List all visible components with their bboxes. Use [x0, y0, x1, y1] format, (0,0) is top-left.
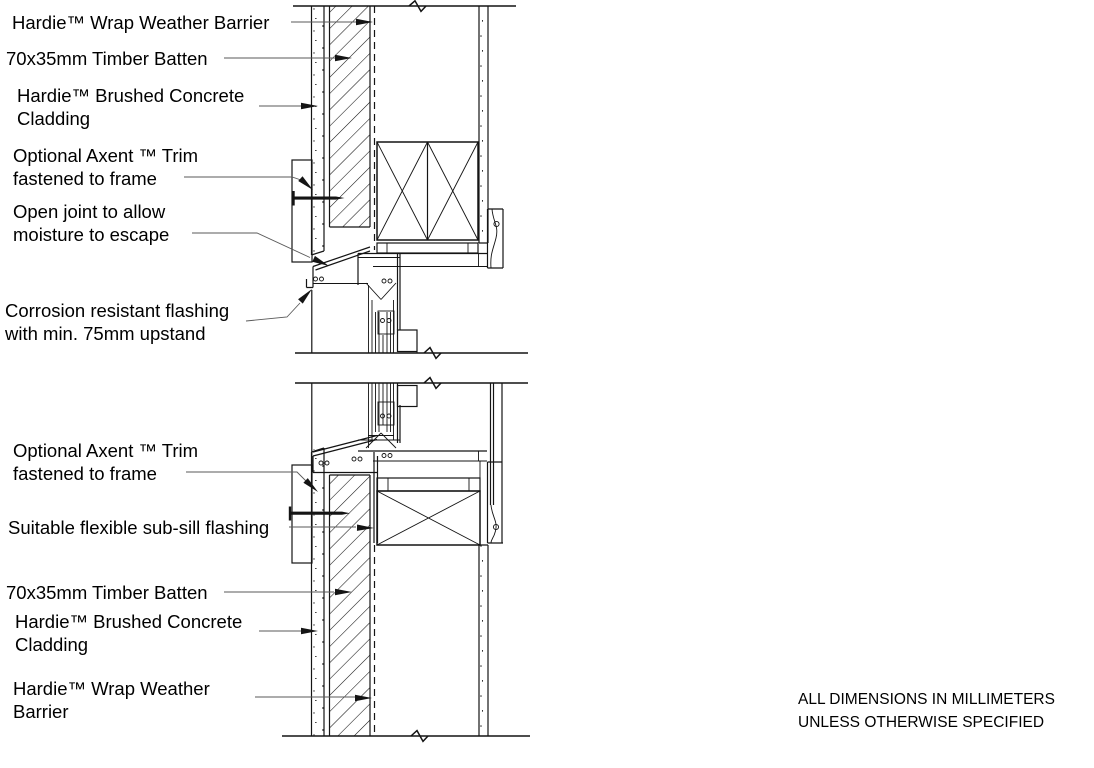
label-line: 70x35mm Timber Batten [6, 582, 208, 603]
label-line: Hardie™ Wrap Weather Barrier [12, 12, 270, 33]
note-line: UNLESS OTHERWISE SPECIFIED [798, 714, 1045, 731]
label-line: fastened to frame [13, 463, 157, 484]
label-line: Cladding [15, 634, 89, 655]
cladding-panel-top [310, 6, 325, 256]
window-sill-frame [311, 383, 487, 478]
head-detail [291, 6, 504, 353]
label-timber-batten-top: 70x35mm Timber Batten [6, 47, 208, 70]
leader-arrow-cladding-bottom [301, 627, 318, 635]
label-wrap-weather-barrier-bottom: Hardie™ Wrap Weather Barrier [13, 677, 210, 723]
note-line: ALL DIMENSIONS IN MILLIMETERS [798, 691, 1055, 708]
label-timber-batten-bottom: 70x35mm Timber Batten [6, 581, 208, 604]
leader-arrow-batten-bottom [335, 588, 352, 596]
label-line: Cladding [17, 108, 91, 129]
leader-arrow-axent-top [298, 176, 313, 190]
leader-arrow-subsill [356, 524, 374, 531]
leader-arrow-open-joint [312, 255, 329, 266]
label-line: moisture to escape [13, 224, 170, 245]
timber-batten-bottom [328, 474, 371, 736]
window-head-frame [313, 252, 487, 353]
label-line: with min. 75mm upstand [5, 323, 206, 344]
label-axent-trim-bottom: Optional Axent ™ Trim fastened to frame [13, 439, 198, 485]
leader-arrow-batten-top [335, 54, 352, 62]
label-line: Optional Axent ™ Trim [13, 145, 199, 166]
label-axent-trim-top: Optional Axent ™ Trim fastened to frame [13, 144, 198, 190]
label-brushed-concrete-cladding-bottom: Hardie™ Brushed Concrete Cladding [15, 610, 242, 656]
label-line: Hardie™ Brushed Concrete [17, 85, 245, 106]
leader-arrow-axent-bottom [303, 478, 318, 492]
label-line: Suitable flexible sub-sill flashing [8, 517, 270, 538]
leader-arrow-flashing [298, 289, 312, 304]
label-open-joint: Open joint to allow moisture to escape [13, 200, 169, 246]
axent-trim-top [291, 159, 345, 263]
label-corrosion-flashing: Corrosion resistant flashing with min. 7… [5, 299, 229, 345]
label-line: Hardie™ Brushed Concrete [15, 611, 243, 632]
leader-arrow-wrap-bottom [355, 694, 372, 702]
architrave-top [486, 208, 504, 269]
label-wrap-weather-barrier-top: Hardie™ Wrap Weather Barrier [12, 11, 269, 34]
leader-arrow-wrap-top [356, 18, 373, 26]
label-subsill-flashing: Suitable flexible sub-sill flashing [8, 516, 269, 539]
timber-batten-top [328, 6, 371, 228]
sill-detail [288, 383, 503, 736]
sill-trimmer-framing [376, 477, 481, 546]
label-line: Hardie™ Wrap Weather [13, 678, 210, 699]
label-line: Open joint to allow [13, 201, 166, 222]
architrave-bottom [486, 383, 503, 544]
fastener-screw-top [294, 196, 345, 200]
label-line: Optional Axent ™ Trim [13, 440, 199, 461]
interior-lining-bottom [478, 544, 489, 736]
leader-lines [184, 18, 374, 702]
label-brushed-concrete-cladding-top: Hardie™ Brushed Concrete Cladding [17, 84, 244, 130]
label-line: 70x35mm Timber Batten [6, 48, 208, 69]
interior-lining-top [478, 6, 489, 244]
label-line: Corrosion resistant flashing [5, 300, 230, 321]
label-line: Barrier [13, 701, 69, 722]
dimensions-note: ALL DIMENSIONS IN MILLIMETERS UNLESS OTH… [798, 688, 1055, 734]
label-line: fastened to frame [13, 168, 157, 189]
leader-arrow-cladding-top [301, 102, 318, 110]
